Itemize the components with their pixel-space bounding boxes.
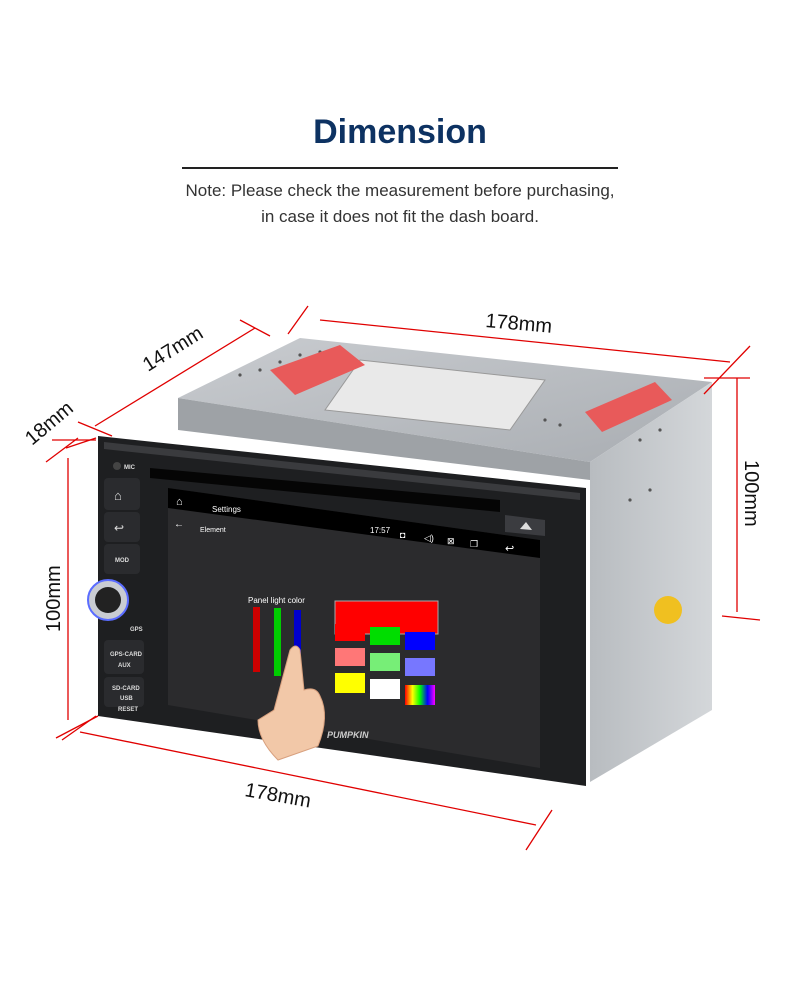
screen-page-title: Element [200,527,226,534]
warning-sticker-left [270,345,365,395]
dimension-lines [45,305,761,851]
yellow-sticker [654,596,682,624]
page-title: Dimension [313,113,487,151]
knob-center [95,587,121,613]
swatch[interactable] [335,624,365,641]
panel-light-label: Panel light color [248,596,305,605]
home-icon[interactable]: ⌂ [176,496,183,508]
mic-label: MIC [124,465,136,471]
disc-slot [150,468,500,512]
title-divider [182,167,618,169]
sd-card-usb-button[interactable] [104,677,144,707]
volume-icon[interactable]: ◁) [424,533,434,543]
swatch[interactable] [335,648,365,666]
screen-clock: 17:57 [370,526,391,535]
chassis-left-edge [178,398,590,480]
swatch[interactable] [370,627,400,645]
usb-label: USB [120,696,133,702]
home-button-icon: ⌂ [114,488,122,503]
sd-card-label: SD-CARD [112,686,140,692]
camera-icon[interactable]: ◘ [400,530,406,540]
swatch[interactable] [370,653,400,671]
swatch[interactable] [405,685,435,705]
note-text: Note: Please check the measurement befor… [0,178,800,230]
width-bottom-label: 178mm [243,779,313,812]
red-slider[interactable] [253,607,260,672]
vent-holes [238,350,662,502]
gps-card-aux-button[interactable] [104,640,144,674]
back-arrow-icon[interactable]: ← [174,519,184,530]
return-icon[interactable]: ↩ [505,543,514,555]
green-slider[interactable] [274,608,281,676]
gps-label: GPS [130,627,143,633]
height-right-label: 100mm [740,460,762,527]
bezel-depth-label: 18mm [21,397,78,450]
aux-label: AUX [118,663,131,669]
gps-card-label: GPS-CARD [110,652,143,658]
mod-button[interactable] [104,544,140,574]
note-line-1: Note: Please check the measurement befor… [185,181,615,200]
note-line-2: in case it does not fit the dash board. [261,207,539,226]
hand-illustration [257,645,325,761]
swatch[interactable] [335,673,365,693]
swatch[interactable] [370,679,400,699]
blue-slider[interactable] [294,610,301,675]
recent-apps-icon[interactable]: ❐ [470,539,478,549]
back-button-icon: ↩ [114,521,124,535]
bezel-highlight [104,442,580,500]
spec-label [324,359,546,431]
mic-hole [113,462,121,470]
swatch[interactable] [405,658,435,676]
reset-label: RESET [118,707,138,713]
back-button[interactable] [104,512,140,542]
swatch[interactable] [405,632,435,650]
warning-sticker-right [585,382,672,432]
width-top-label: 178mm [485,310,553,338]
home-button[interactable] [104,478,140,510]
status-bar [168,488,540,558]
mod-label: MOD [115,558,130,564]
depth-label: 147mm [139,322,207,376]
height-left-label: 100mm [43,565,65,632]
chassis-side [590,382,712,782]
close-app-icon[interactable]: ⊠ [447,536,455,546]
color-swatch-grid [334,600,439,705]
brand-logo: PUMPKIN [327,730,369,740]
screen-app-title: Settings [212,505,241,514]
eject-icon [520,522,532,530]
